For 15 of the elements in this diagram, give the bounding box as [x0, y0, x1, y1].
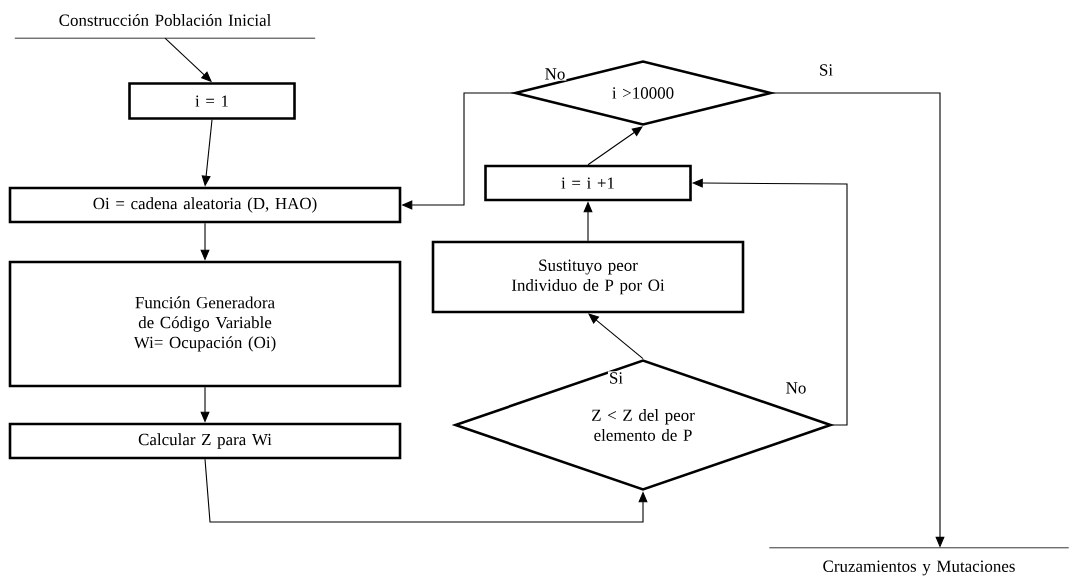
process-box: Sustituyo peor Individuo de P por Oi — [431, 240, 745, 314]
arrow — [204, 458, 648, 523]
arrow — [588, 313, 644, 360]
edge-label: No — [784, 381, 808, 395]
process-box: Función Generadora de Código Variable Wi= Ocupación (Oi) — [8, 260, 402, 388]
underlined-text: Construcción Población Inicial — [14, 14, 316, 39]
edge-label: Si — [607, 371, 625, 385]
process-box: Calcular Z para Wi — [8, 422, 402, 460]
arrow — [587, 126, 643, 166]
process-box: i = 1 — [128, 82, 296, 120]
process-box: Oi = cadena aleatoria (D, HAO) — [8, 186, 402, 224]
edge-label: Si — [817, 63, 835, 77]
process-box: i = i +1 — [484, 164, 692, 202]
overlined-text: Cruzamientos y Mutaciones — [768, 547, 1069, 576]
edge-label: No — [543, 67, 567, 81]
